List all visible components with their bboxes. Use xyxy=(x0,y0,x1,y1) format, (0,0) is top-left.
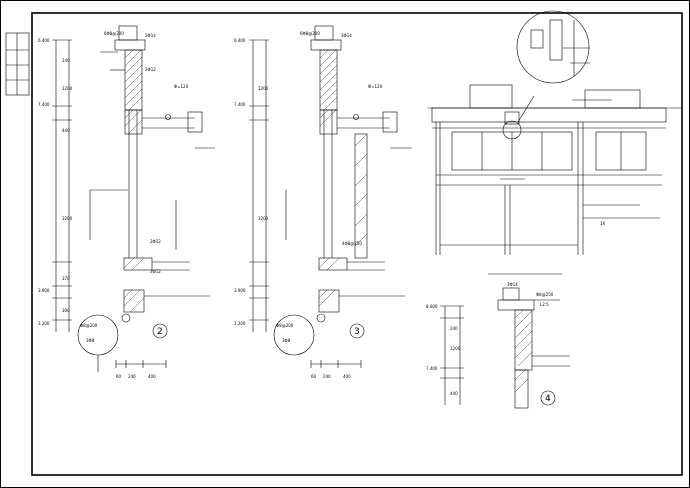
section-2-marker xyxy=(152,323,168,339)
sec2-dim-a: 1200 xyxy=(62,86,73,91)
sec2-dim-top: 240 xyxy=(62,58,70,63)
sec3-mid-level: 7.400 xyxy=(234,102,246,107)
sec2-dim-b: 440 xyxy=(62,128,70,133)
d4-dim-a: 240 xyxy=(450,326,458,331)
sec2-callout-a: Φ8@200 xyxy=(80,323,98,328)
d4-note-c: L2:5 xyxy=(540,302,549,307)
inner-frame xyxy=(31,12,683,476)
elevation-text: 1X xyxy=(600,221,606,226)
sec2-dim-e: 370 xyxy=(62,276,70,281)
sec2-rebar-b: 3Φ12 xyxy=(150,269,161,274)
sec3-callout-b: 3Φ8 xyxy=(282,338,291,343)
d4-level-b: 7.400 xyxy=(426,366,438,371)
d4-dim-b: 1200 xyxy=(450,346,461,351)
sec3-bottom-level: 3.900 xyxy=(234,288,246,293)
sec3-top-note: 3Φ14 xyxy=(341,33,352,38)
sec2-top-note: 3Φ14 xyxy=(145,33,156,38)
sec2-dim-c: 3200 xyxy=(62,216,73,221)
sec2-dim-2: 240 xyxy=(128,374,136,379)
sec2-mid-level: 7.400 xyxy=(38,102,50,107)
sec3-callout-a: Φ8@200 xyxy=(276,323,294,328)
section-3 xyxy=(249,25,412,368)
sec2-dim-3: 400 xyxy=(148,374,156,379)
binding-strip xyxy=(5,32,30,96)
section-2 xyxy=(52,25,215,372)
sec2-pipe-note: Φ=120 xyxy=(174,84,189,89)
elevation xyxy=(428,84,682,255)
detail-4-hatch xyxy=(514,309,533,393)
section-2-hatch xyxy=(123,49,145,313)
d4-note-b: Φ8@250 xyxy=(536,292,554,297)
sec3-dim-1: 60 xyxy=(311,374,317,379)
sec3-top-level: 6.400 xyxy=(234,38,246,43)
detail-4-number: 4 xyxy=(545,394,551,404)
sec2-bottom-level: 3.900 xyxy=(38,288,50,293)
sec3-dim-a: 1200 xyxy=(258,86,269,91)
sec2-callout-b: 3Φ8 xyxy=(86,338,95,343)
sec3-base-level: 3.200 xyxy=(234,321,246,326)
sec2-top-level: 6.400 xyxy=(38,38,50,43)
sec3-dim-3: 400 xyxy=(343,374,351,379)
sec3-stirrup-note: 4Φ8@250 xyxy=(342,241,362,246)
d4-note-a: 3Φ14 xyxy=(507,282,518,287)
sec2-base-level: 3.200 xyxy=(38,321,50,326)
detail-4 xyxy=(440,273,570,409)
sec3-beam-note: 6Φ8@200 xyxy=(300,31,320,36)
sec2-dim-1: 60 xyxy=(116,374,122,379)
section-3-marker xyxy=(349,323,365,339)
sec2-dim-g: 300 xyxy=(62,308,70,313)
sec2-side-note: 3Φ12 xyxy=(145,67,156,72)
sec2-beam-note: 6Φ8@200 xyxy=(104,31,124,36)
detail-circle-top xyxy=(516,10,590,84)
sec2-rebar-a: 2Φ12 xyxy=(150,239,161,244)
d4-dim-c: 440 xyxy=(450,391,458,396)
section-3-hatch xyxy=(318,49,368,307)
d4-level-a: 8.600 xyxy=(426,304,438,309)
sec3-pipe-note: Φ=120 xyxy=(368,84,383,89)
sec3-dim-c: 3200 xyxy=(258,216,269,221)
sec3-dim-2: 240 xyxy=(323,374,331,379)
section-2-number: 2 xyxy=(157,327,163,337)
section-3-number: 3 xyxy=(354,327,360,337)
